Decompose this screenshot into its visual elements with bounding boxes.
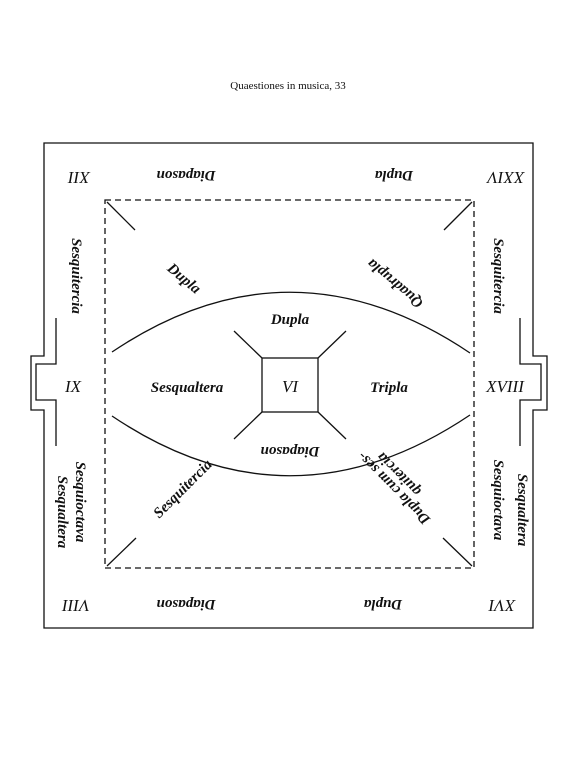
label-right-sesquitercia: Sesquitercia [490, 238, 506, 314]
spoke-tr [317, 330, 347, 359]
label-inner-sesquitercia: Sesquitercia [151, 456, 216, 521]
diag-bl [106, 537, 137, 567]
label-left-sesquitercia: Sesquitercia [68, 238, 84, 314]
label-inner-quadrupla: Quadrupla [364, 255, 426, 311]
right-bracket [519, 318, 542, 446]
label-top-dupla: Dupla [374, 167, 414, 183]
number-bottom-left: VIII [61, 596, 90, 615]
diag-br [442, 537, 473, 567]
left-bracket [35, 318, 57, 446]
dashed-square [104, 199, 475, 569]
spoke-br [317, 411, 347, 440]
spoke-bl [233, 411, 263, 440]
label-top-diapason: Diapason [156, 167, 216, 183]
number-top-left: XII [67, 168, 91, 187]
label-right-sesquioctava: Sesquioctava [490, 460, 506, 541]
number-left: IX [64, 377, 82, 396]
diag-tl [106, 201, 136, 231]
number-bottom-right: XVI [487, 596, 516, 615]
label-left-sesqualtera: Sesqualtera [54, 476, 70, 549]
label-inner-tripla: Tripla [370, 380, 408, 396]
label-bottom-dupla: Dupla [363, 596, 403, 612]
label-inner-dupla-diag: Dupla [163, 260, 204, 298]
label-bottom-diapason: Diapason [156, 596, 216, 612]
number-center: VI [282, 377, 299, 396]
label-right-sesqualtera: Sesqualtera [514, 474, 530, 547]
lower-arc [111, 414, 471, 477]
caption: Quaestiones in musica, 33 [230, 80, 346, 92]
diag-tr [443, 201, 473, 231]
spoke-tl [233, 330, 263, 359]
label-left-sesquioctava: Sesquioctava [72, 462, 88, 543]
upper-arc [111, 291, 471, 354]
label-inner-dupla-top: Dupla [270, 312, 310, 328]
number-top-right: XXIV [485, 168, 525, 187]
label-inner-sesqualtera: Sesqualtera [151, 380, 224, 396]
label-inner-diapason: Diapason [260, 443, 320, 459]
center-box [261, 357, 319, 413]
outer-frame [30, 142, 548, 629]
number-right: XVIII [485, 377, 525, 396]
